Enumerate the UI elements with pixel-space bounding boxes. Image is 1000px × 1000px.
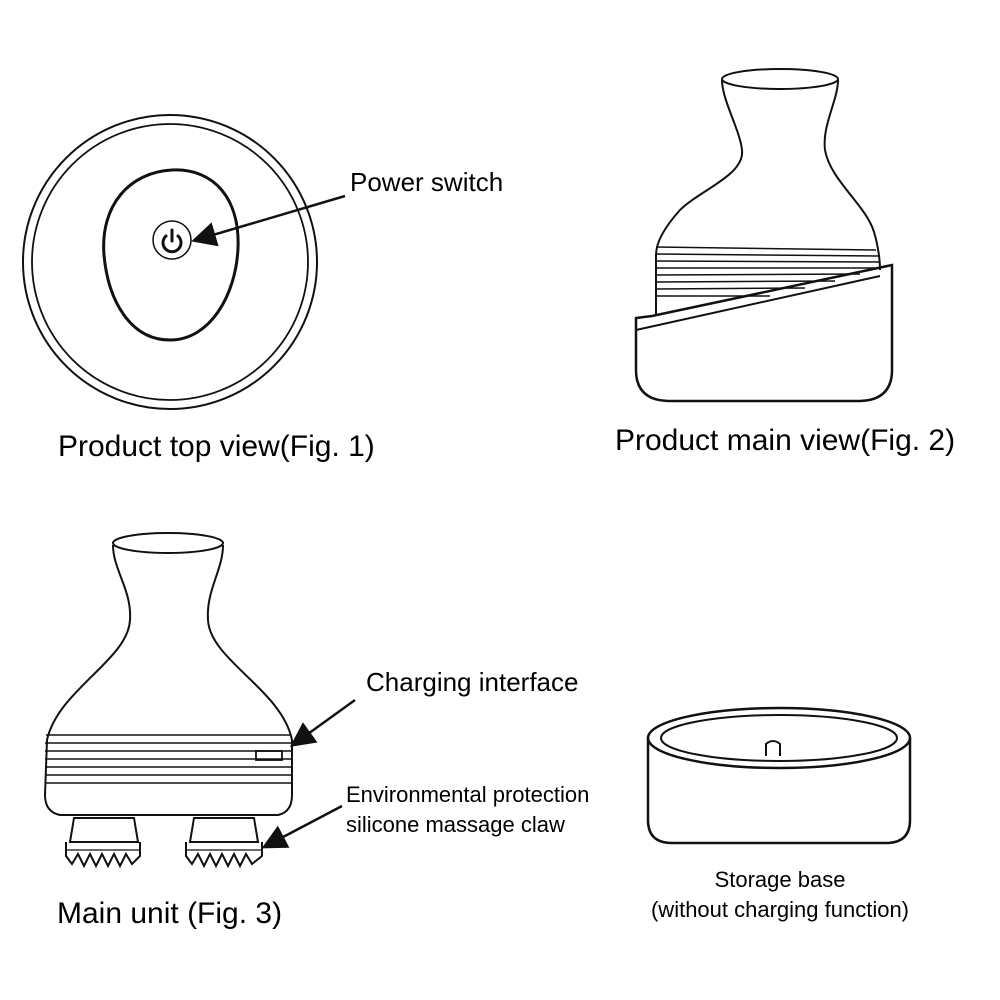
inner-ring [31, 123, 309, 401]
power-button [152, 220, 192, 260]
egg-shaped-top [102, 168, 240, 342]
power-switch-arrow [191, 194, 346, 247]
storage-base-side [634, 263, 894, 403]
charging-port [255, 750, 283, 761]
body-ribs [655, 246, 881, 297]
base-post [765, 740, 781, 756]
unit-head-cap [112, 532, 224, 554]
massage-claw-right [185, 817, 263, 869]
unit-body [43, 544, 293, 816]
unit-ribs [45, 734, 292, 784]
power-switch-label: Power switch [350, 167, 504, 197]
claw-label-line1: Environmental protection [346, 782, 590, 807]
massage-claw-left [65, 817, 141, 869]
storage-base-caption-line1: Storage base [714, 867, 846, 892]
main-unit-caption: Main unit (Fig. 3) [57, 897, 283, 930]
main-view-figure [634, 68, 894, 403]
head-cap [721, 68, 839, 90]
power-icon [161, 228, 183, 254]
top-view-caption: Product top view(Fig. 1) [58, 430, 375, 463]
storage-base-figure [646, 706, 912, 845]
claw-label-line2: silicone massage claw [346, 812, 565, 837]
main-unit-figure [43, 532, 356, 869]
main-view-caption: Product main view(Fig. 2) [615, 424, 956, 457]
claw-arrow [261, 804, 343, 849]
base-top-outer [646, 706, 912, 770]
device-body [655, 79, 881, 315]
base-top-inner [660, 714, 898, 762]
top-view-figure [22, 114, 346, 410]
storage-base-caption-line2: (without charging function) [650, 897, 910, 922]
base-rim [635, 275, 881, 331]
charging-interface-label: Charging interface [366, 667, 579, 697]
base-wall [646, 738, 912, 845]
outer-ring [22, 114, 318, 410]
charging-arrow [289, 698, 356, 747]
